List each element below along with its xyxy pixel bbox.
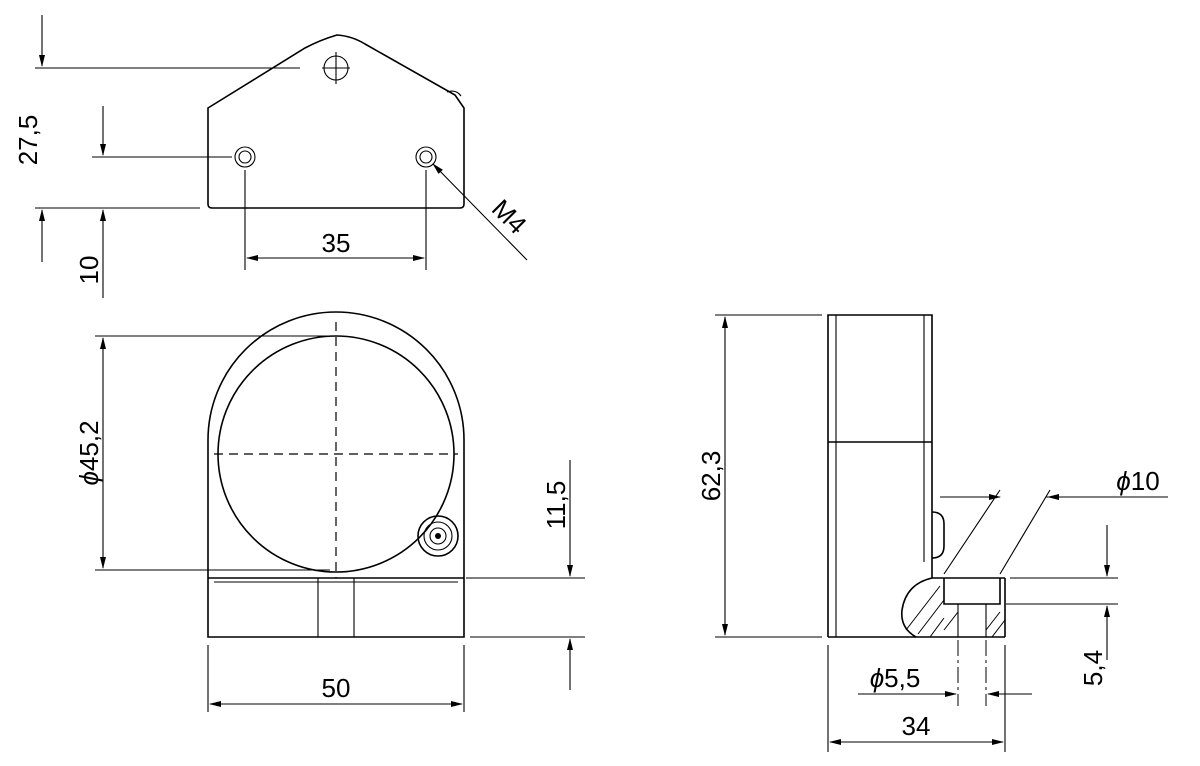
dim-side-counterbore-depth: 5,4 [1078,650,1108,686]
dim-side-depth: 34 [902,711,931,741]
front-body-outline [207,311,465,638]
side-foot-outline [900,577,933,638]
dim-top-hole-offset: 10 [74,256,104,285]
right-mount-hole [415,146,437,168]
dim-side-bore-diameter: ϕ10 [1116,466,1159,496]
dim-front-diameter: ϕ45,2 [74,420,104,485]
top-view: 27,5 10 35 M4 [13,15,533,298]
set-screw [417,515,459,557]
section-hatching [905,585,1006,638]
left-mount-hole [234,146,256,168]
side-set-screw [931,511,945,559]
top-plate-outline [207,34,465,209]
front-view: ϕ45,2 11,5 50 [74,311,585,712]
top-plate-tab [446,90,462,97]
dim-top-height: 27,5 [13,115,43,166]
dim-side-hole-diameter: ϕ5,5 [870,663,921,693]
dim-top-hole-spacing: 35 [322,228,351,258]
dim-front-step-height: 11,5 [541,481,571,530]
dim-side-height: 62,3 [696,451,726,502]
side-column-outline [827,314,933,637]
side-view: 62,3 ϕ10 5,4 ϕ5,5 34 [696,314,1168,752]
dim-front-width: 50 [322,673,351,703]
dim-thread: M4 [486,193,533,240]
